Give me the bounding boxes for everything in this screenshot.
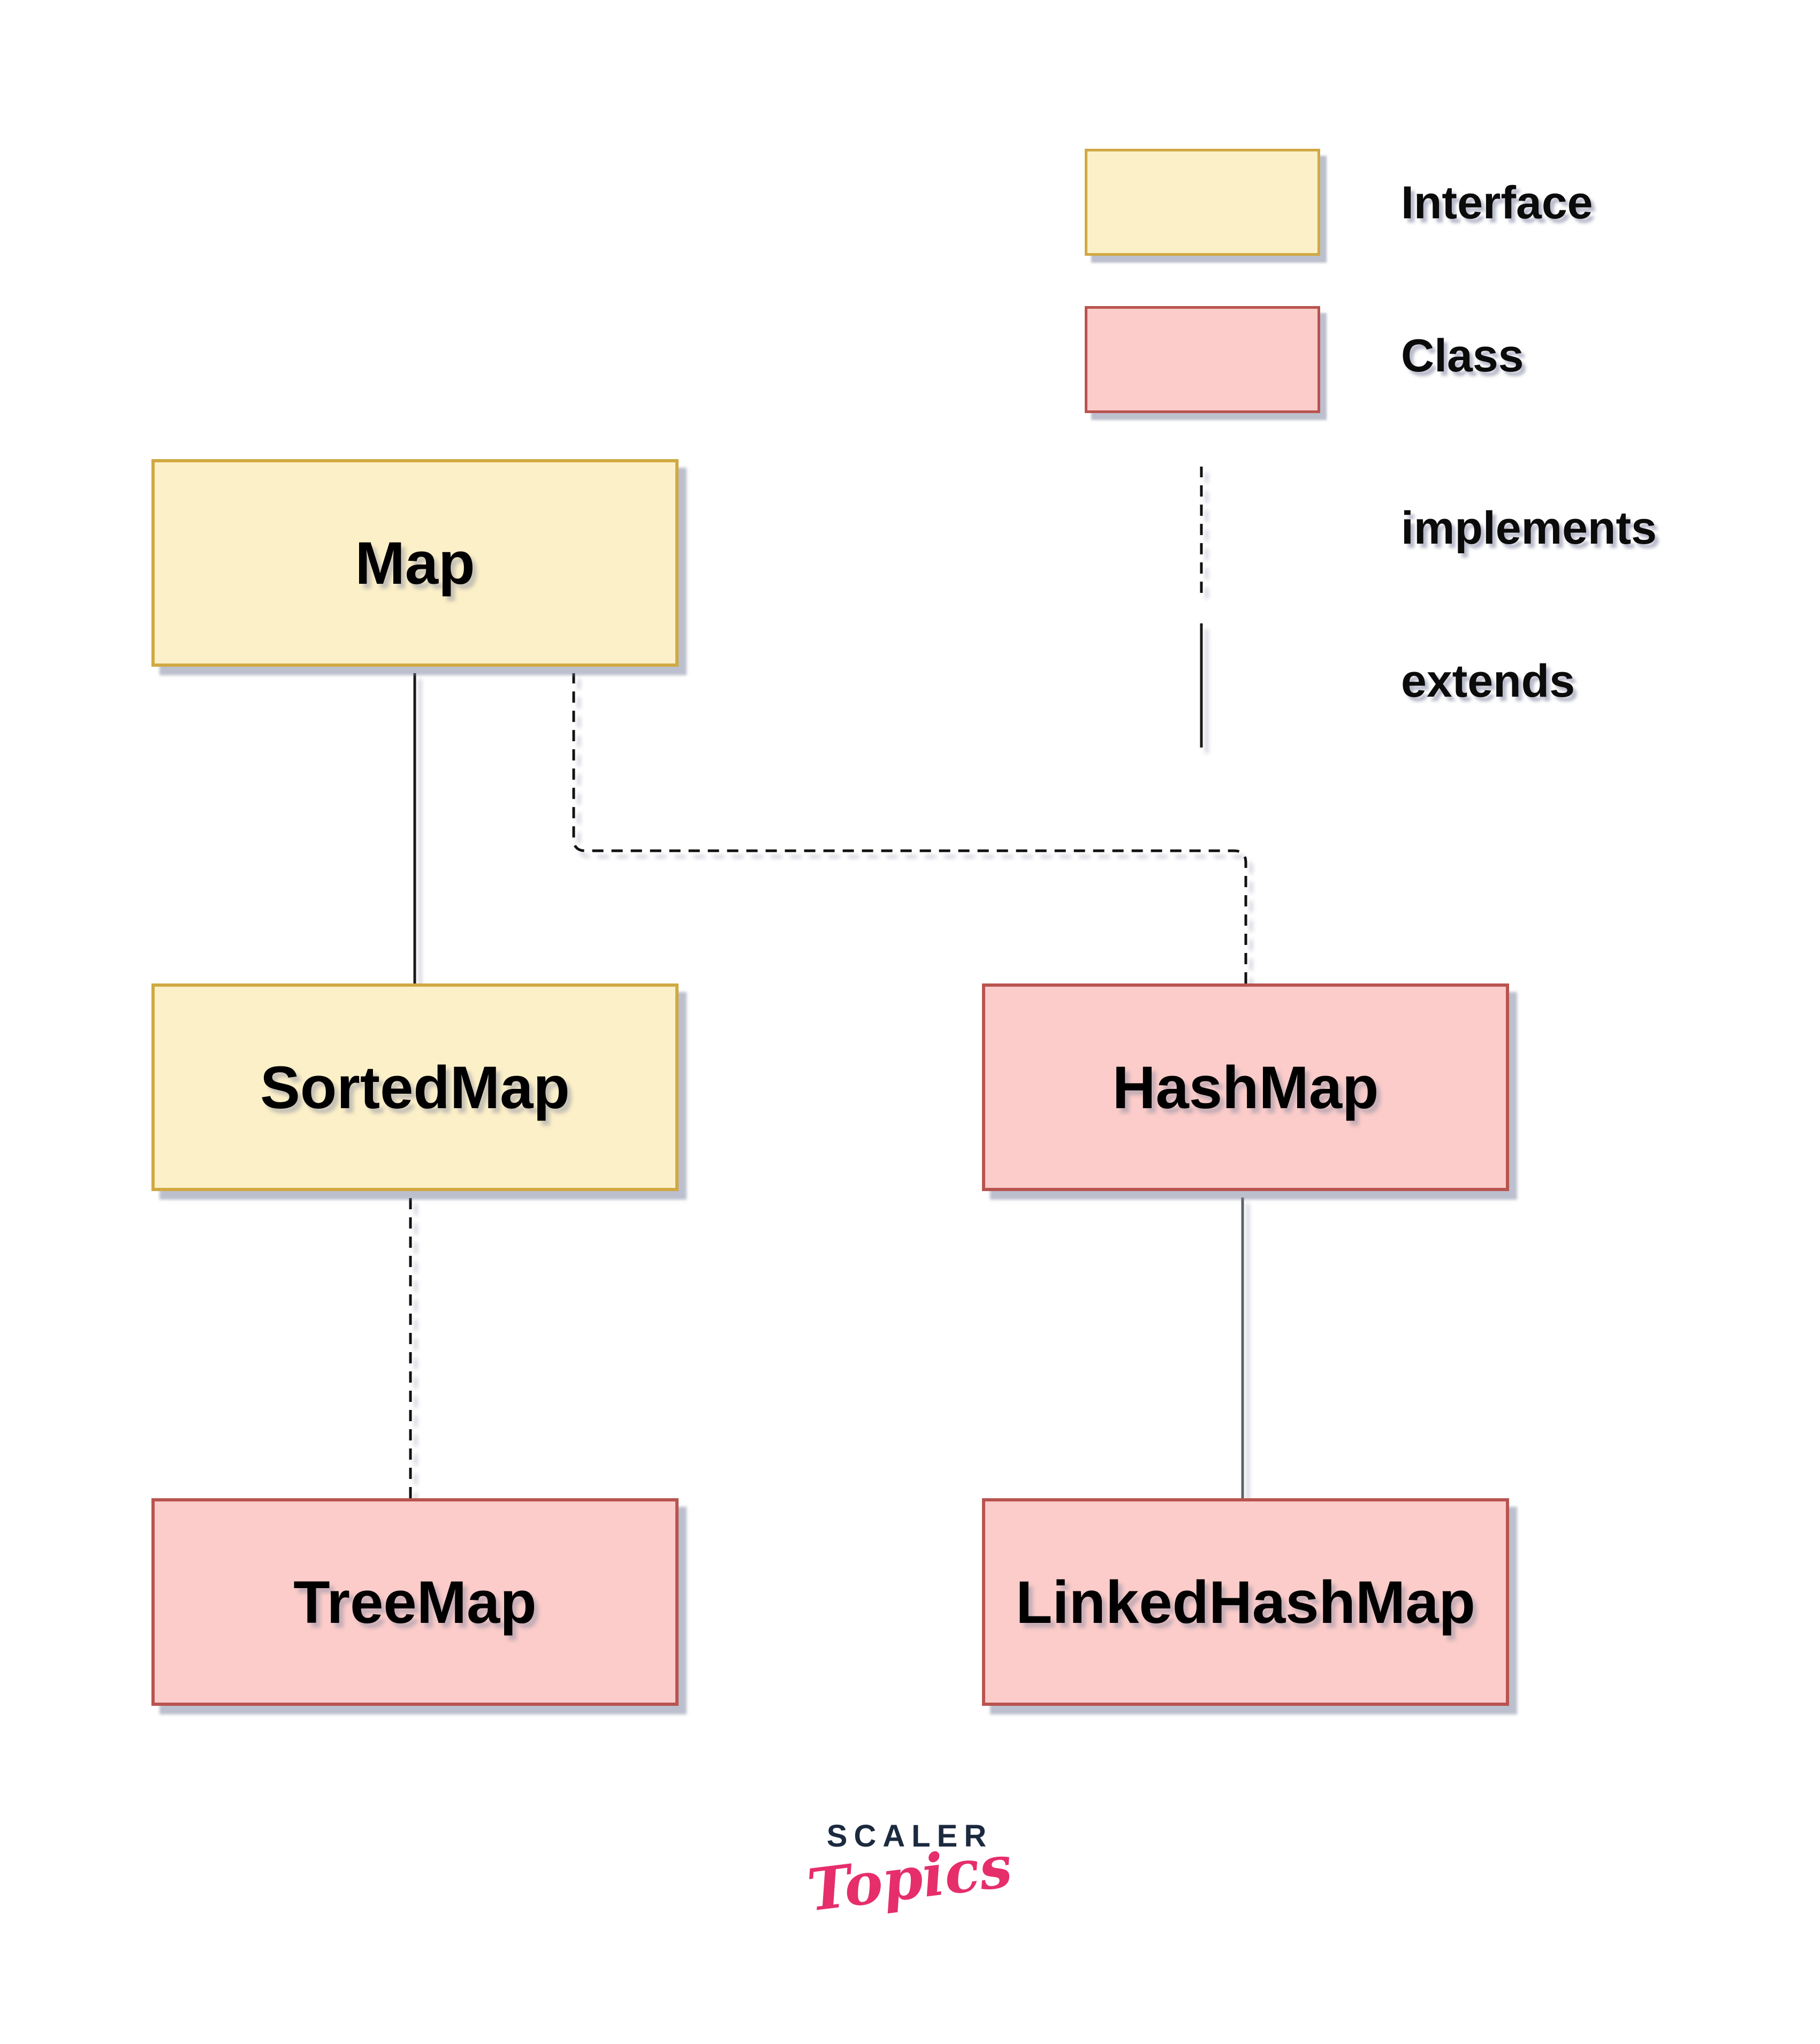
node-map: Map xyxy=(151,459,679,667)
legend-interface-swatch xyxy=(1085,149,1320,256)
node-map-label: Map xyxy=(355,529,475,597)
node-hashmap-label: HashMap xyxy=(1112,1054,1379,1121)
implements-arrow-hashmap-to-map xyxy=(572,673,1247,983)
node-sortedmap-label: SortedMap xyxy=(260,1054,570,1121)
node-linkedhashmap: LinkedHashMap xyxy=(982,1498,1509,1706)
legend-label-class: Class xyxy=(1401,330,1524,382)
node-linkedhashmap-label: LinkedHashMap xyxy=(1016,1568,1475,1636)
legend-class-swatch xyxy=(1085,306,1320,413)
scaler-wordmark: SCALER xyxy=(826,1819,993,1854)
node-treemap-label: TreeMap xyxy=(293,1568,537,1636)
node-hashmap: HashMap xyxy=(982,983,1509,1191)
legend-label-interface: Interface xyxy=(1401,177,1593,228)
node-sortedmap: SortedMap xyxy=(151,983,679,1191)
legend-label-implements: implements xyxy=(1401,502,1657,554)
node-treemap: TreeMap xyxy=(151,1498,679,1706)
legend-label-extends: extends xyxy=(1401,655,1575,707)
